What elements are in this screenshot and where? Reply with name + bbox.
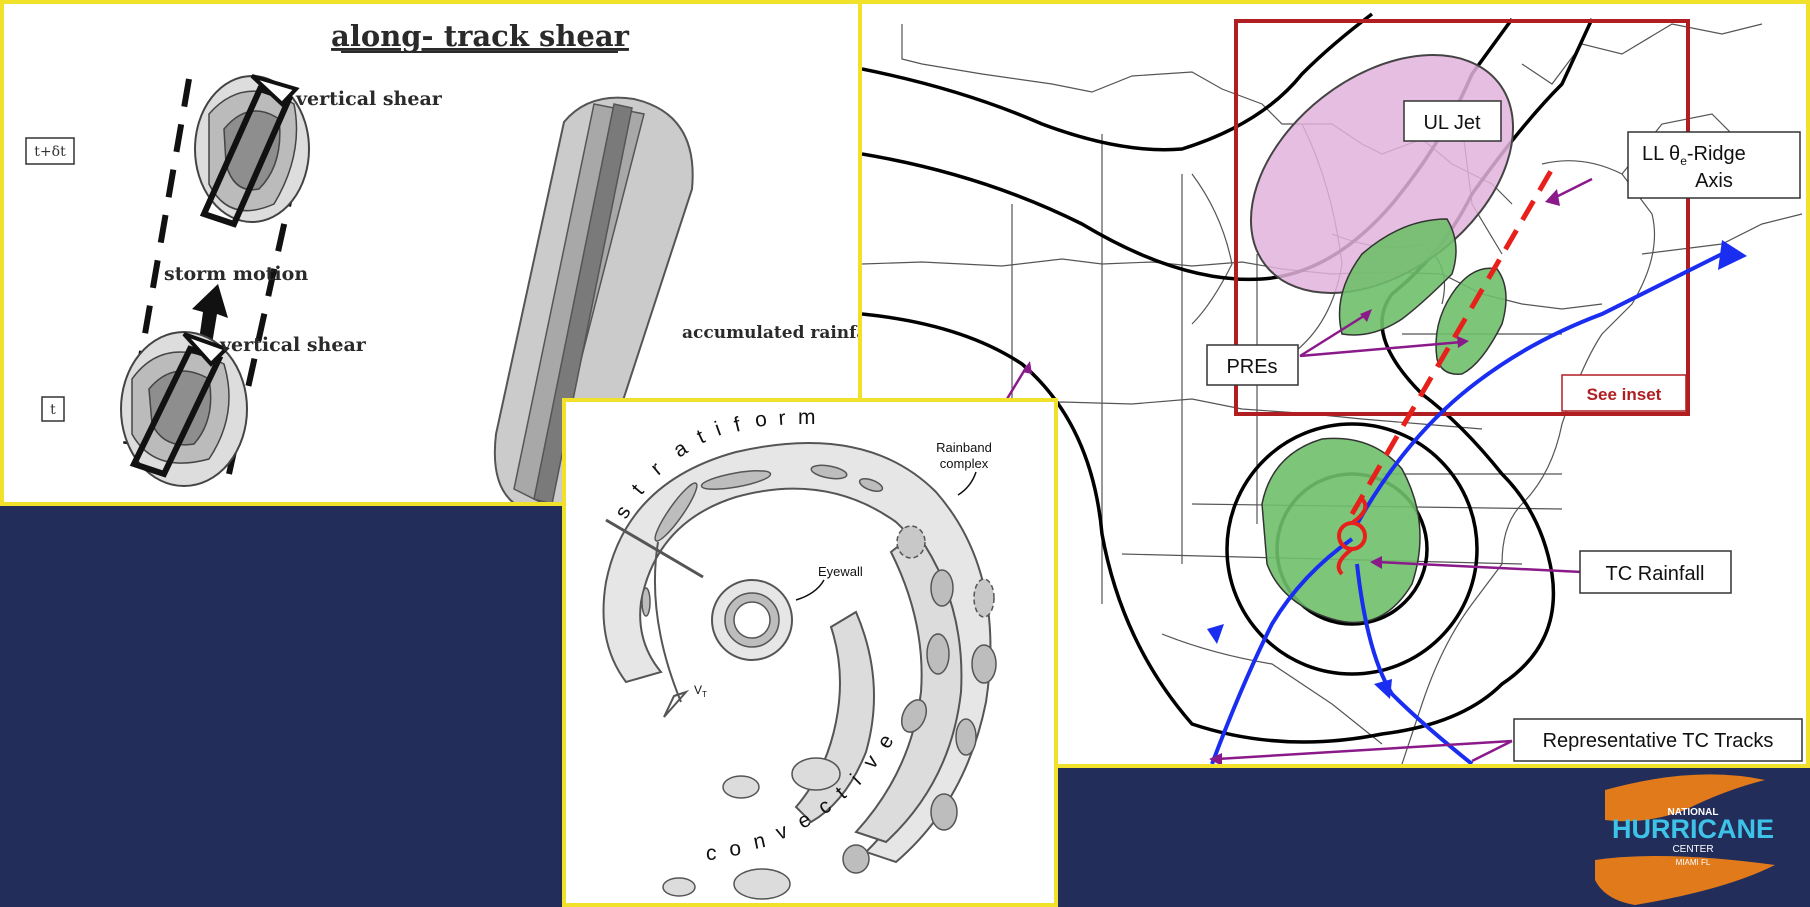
dashed-cell-2 bbox=[973, 578, 995, 618]
track-arrow-2 bbox=[1374, 679, 1392, 699]
cross-section-line bbox=[605, 518, 704, 579]
logo-hurricane: HURRICANE bbox=[1612, 814, 1774, 844]
time-label-now: t bbox=[50, 402, 56, 418]
vertical-shear-label-bottom: vertical shear bbox=[219, 334, 367, 356]
track-arrow-3 bbox=[1718, 240, 1747, 270]
convective-letter: v bbox=[773, 819, 791, 844]
stratiform-letter: m bbox=[798, 406, 816, 429]
eyewall-pointer bbox=[795, 579, 825, 601]
time-box-now bbox=[41, 396, 65, 422]
stratiform-letter: o bbox=[753, 408, 768, 432]
storm-later bbox=[194, 74, 310, 228]
vt-arrow-head bbox=[663, 689, 690, 718]
swath-left-dashed bbox=[123, 78, 192, 445]
rainband-complex-label-2: complex bbox=[940, 456, 989, 471]
along-track-shear-panel: along- track shear t+δt t vertical shear… bbox=[0, 0, 862, 506]
tc-tracks bbox=[1210, 252, 1723, 764]
logo-national: NATIONAL bbox=[1668, 807, 1719, 818]
stratiform-letter: f bbox=[732, 413, 743, 437]
vertical-shear-label-top: vertical shear bbox=[295, 88, 443, 110]
logo-miami: MIAMI FL bbox=[1676, 858, 1711, 867]
pre-rain-area-2 bbox=[1435, 267, 1507, 375]
logo-center: CENTER bbox=[1672, 844, 1713, 855]
eyewall bbox=[711, 579, 793, 661]
ul-jet-box bbox=[1403, 100, 1502, 142]
synoptic-map: See inset bbox=[862, 12, 1803, 764]
along-track-shear-diagram: along- track shear t+δt t vertical shear… bbox=[25, 19, 858, 502]
convective-letter: e bbox=[873, 731, 899, 753]
convective-letter: c bbox=[706, 842, 717, 865]
ul-jet-label: UL Jet bbox=[1423, 112, 1481, 134]
logo-swoosh-bottom bbox=[1595, 856, 1775, 905]
eyewall-label: Eyewall bbox=[818, 564, 863, 579]
pointer-lines bbox=[1005, 177, 1593, 763]
tc-rainfall-label: TC Rainfall bbox=[1606, 563, 1705, 585]
time-label-later: t+δt bbox=[34, 144, 66, 160]
tc-symbol bbox=[1336, 497, 1368, 576]
shear-title: along- track shear bbox=[331, 19, 630, 53]
ll-ridge-label-line1: LL θe-Ridge bbox=[1642, 143, 1746, 168]
convective-cells bbox=[662, 569, 997, 900]
nhc-logo: NATIONAL HURRICANE CENTER MIAMI FL bbox=[1575, 770, 1810, 907]
tc-tracks-box bbox=[1513, 718, 1803, 762]
tc-tracks-label: Representative TC Tracks bbox=[1543, 730, 1774, 752]
vt-arrow-shaft bbox=[653, 541, 682, 703]
logo-swoosh-top bbox=[1605, 774, 1765, 822]
stratiform-cells bbox=[641, 464, 884, 617]
accumulated-rainfall-label: accumulated rainfal bbox=[682, 323, 858, 343]
inner-rainband bbox=[854, 530, 963, 844]
stratiform-letter: t bbox=[627, 480, 648, 499]
see-inset-box bbox=[1561, 374, 1687, 412]
pres-label: PREs bbox=[1226, 356, 1277, 378]
ll-ridge-box bbox=[1627, 131, 1801, 199]
convective-letter: n bbox=[751, 829, 767, 854]
stratiform-letter: t bbox=[693, 425, 708, 448]
stratiform-letter: s bbox=[610, 502, 635, 523]
stratiform-letter: r bbox=[778, 407, 787, 430]
accumulated-rainfall-swath bbox=[493, 96, 694, 502]
convective-letter: o bbox=[728, 837, 742, 861]
dashed-cell-1 bbox=[896, 525, 926, 559]
pres-box bbox=[1206, 344, 1299, 386]
ll-ridge-label-line2: Axis bbox=[1695, 170, 1733, 192]
storm-motion-label: storm motion bbox=[164, 263, 308, 285]
rainband-complex-pointer bbox=[957, 471, 977, 496]
rainband-complex-label-1: Rainband bbox=[936, 440, 992, 455]
stratiform-letter: r bbox=[646, 458, 666, 480]
nhc-logo-graphic: NATIONAL HURRICANE CENTER MIAMI FL bbox=[1595, 774, 1775, 905]
rainband-diagram: Eyewall Rainband complex VT s t r a t i … bbox=[602, 406, 997, 900]
convective-letter: v bbox=[859, 750, 884, 773]
stratiform-letter: i bbox=[712, 417, 724, 440]
vt-label: VT bbox=[694, 683, 707, 699]
tc-rainfall-box bbox=[1579, 550, 1732, 594]
stratiform-letter: a bbox=[669, 436, 691, 462]
track-arrow-1 bbox=[1207, 624, 1224, 644]
time-box-later bbox=[25, 137, 75, 165]
pre-rain-area-1 bbox=[1338, 218, 1457, 336]
pointer-heads bbox=[1022, 189, 1560, 764]
storm-now bbox=[120, 331, 248, 487]
inner-rainband-2 bbox=[794, 610, 875, 824]
inset-box bbox=[1234, 19, 1690, 416]
rainband-schematic-panel: Eyewall Rainband complex VT s t r a t i … bbox=[562, 398, 1058, 907]
see-inset-label: See inset bbox=[1587, 385, 1662, 404]
